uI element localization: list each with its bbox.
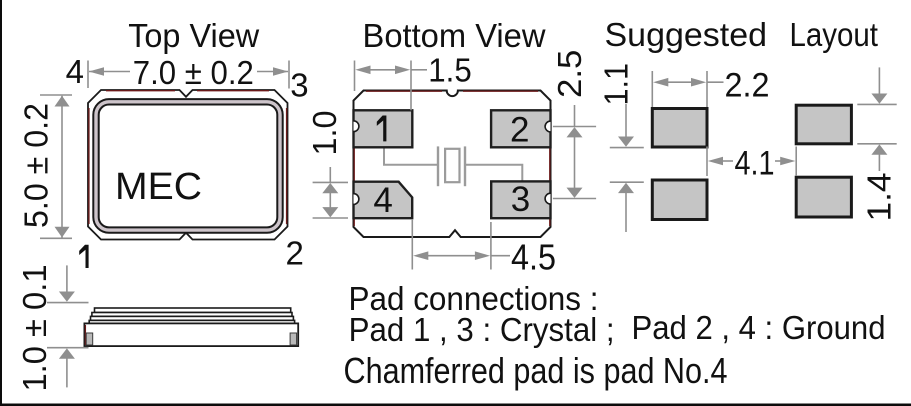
svg-text:2: 2: [286, 235, 304, 272]
svg-text:2: 2: [510, 111, 529, 150]
svg-text:4: 4: [373, 181, 392, 220]
svg-text:Pad connections :: Pad connections :: [349, 280, 599, 317]
svg-text:7.0 ± 0.2: 7.0 ± 0.2: [133, 54, 254, 91]
svg-text:Pad 1 , 3 : Crystal ;: Pad 1 , 3 : Crystal ;: [349, 311, 615, 348]
svg-text:Chamferred pad is pad No.4: Chamferred pad is pad No.4: [344, 350, 728, 391]
svg-text:1.1: 1.1: [598, 63, 635, 106]
svg-text:5.0 ± 0.2: 5.0 ± 0.2: [18, 103, 55, 228]
svg-text:4.5: 4.5: [511, 237, 556, 278]
svg-text:3: 3: [511, 180, 530, 219]
svg-text:Suggested: Suggested: [605, 16, 768, 53]
svg-text:1.0 ± 0.1: 1.0 ± 0.1: [16, 265, 53, 392]
svg-text:4.1: 4.1: [735, 145, 775, 183]
svg-text:1.0: 1.0: [306, 111, 343, 156]
svg-text:MEC: MEC: [115, 166, 202, 208]
svg-text:2.2: 2.2: [725, 67, 770, 105]
svg-text:2.5: 2.5: [551, 50, 588, 98]
svg-text:Pad 2 , 4 : Ground: Pad 2 , 4 : Ground: [632, 309, 886, 346]
svg-text:Top View: Top View: [128, 17, 259, 54]
svg-text:Bottom View: Bottom View: [363, 17, 546, 54]
svg-text:3: 3: [290, 67, 308, 104]
svg-text:Layout: Layout: [790, 16, 879, 53]
svg-text:4: 4: [66, 53, 84, 90]
svg-text:1.4: 1.4: [861, 173, 898, 222]
svg-text:1.5: 1.5: [428, 52, 471, 89]
